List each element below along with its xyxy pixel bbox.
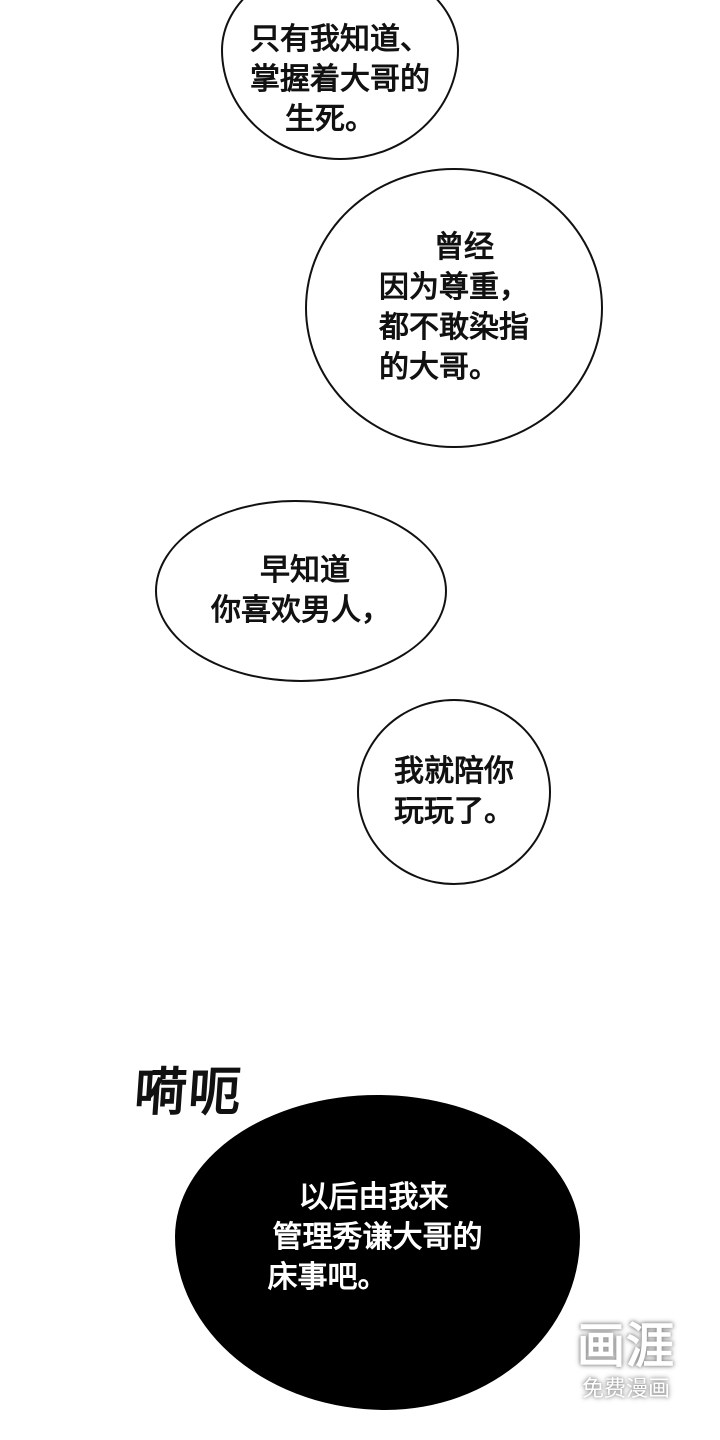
speech-bubble-1: 只有我知道、 掌握着大哥的 生死。	[221, 0, 459, 160]
watermark-subtitle: 免费漫画	[581, 1377, 670, 1402]
bubble-5-line-2: 管理秀谦大哥的	[272, 1219, 483, 1255]
bubble-4-line-1: 我就陪你	[394, 754, 514, 789]
bubble-1-line-2: 掌握着大哥的	[250, 62, 430, 97]
bubble-2-line-4: 的大哥。	[379, 350, 499, 385]
watermark: 画涯 免费漫画	[566, 1318, 686, 1404]
bubble-1-line-3: 生死。	[285, 102, 375, 137]
watermark-logo: 画涯	[576, 1318, 675, 1374]
bubble-4-line-2: 玩玩了。	[394, 794, 514, 829]
bubble-1-line-1: 只有我知道、	[250, 22, 430, 57]
speech-bubble-2: 曾经 因为尊重， 都不敢染指 的大哥。	[305, 168, 603, 448]
bubble-3-line-1: 早知道	[260, 553, 350, 588]
speech-bubble-5-black: 以后由我来 管理秀谦大哥的 床事吧。	[175, 1095, 580, 1410]
bubble-2-line-3: 都不敢染指	[379, 310, 529, 345]
bubble-2-line-1: 曾经	[434, 230, 494, 265]
sound-effect-text: 嗬呃	[132, 1063, 245, 1123]
bubble-5-line-1: 以后由我来	[298, 1179, 449, 1215]
speech-bubble-3: 早知道 你喜欢男人，	[155, 500, 447, 682]
bubble-2-line-2: 因为尊重，	[379, 270, 529, 305]
speech-bubble-4: 我就陪你 玩玩了。	[357, 699, 551, 885]
bubble-3-line-2: 你喜欢男人，	[211, 593, 391, 628]
bubble-5-line-3: 床事吧。	[267, 1259, 388, 1295]
